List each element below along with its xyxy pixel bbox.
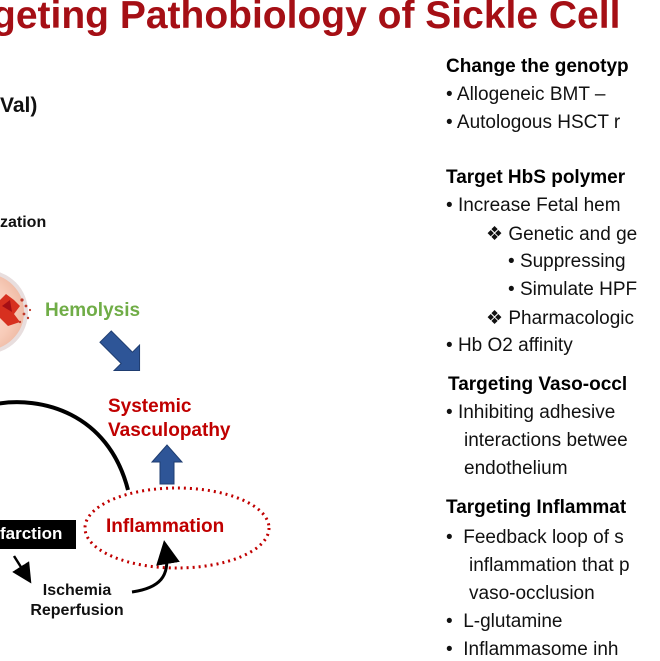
infarction-label: farction [0,524,63,543]
inflammation-dotted-ellipse [83,486,271,570]
list-item: • Inhibiting adhesive [446,402,616,423]
feedback-loop-arc [0,400,130,491]
reperfusion-label: Reperfusion [30,602,124,619]
infarction-box [0,520,76,549]
list-item: endothelium [464,458,568,479]
list-item: ❖ Genetic and ge [486,224,638,245]
list-item: • Increase Fetal hem [446,195,621,216]
vasculopathy-label: Vasculopathy [108,420,231,441]
slide-title: geting Pathobiology of Sickle Cell [0,0,621,37]
hemolyzing-red-cell-icon [0,272,32,352]
section-genotype-heading: Change the genotyp [446,56,629,77]
hemolysis-to-vasculopathy-arrow [99,330,141,372]
section-vaso-occlusion-heading: Targeting Vaso-occl [448,374,628,395]
list-item: • Hb O2 affinity [446,335,573,356]
list-item: • Simulate HPF [508,279,638,300]
ischemia-label: Ischemia [42,582,112,599]
systemic-label: Systemic [108,396,192,417]
hemolysis-label: Hemolysis [45,300,141,321]
section-polymer-heading: Target HbS polymer [446,167,626,188]
list-item: • Feedback loop of s [446,527,624,548]
list-item: interactions betwee [464,430,628,451]
list-item: • Suppressing [508,251,626,272]
list-item: • Autologous HSCT r [446,112,621,133]
inflammation-label: Inflammation [106,516,225,537]
inflammation-to-vasculopathy-arrow [150,444,184,485]
ischemia-to-inflammation-arrow [131,540,180,594]
list-item: • Allogeneic BMT – [446,84,606,105]
val-label: Val) [0,94,38,117]
polymerization-label: zation [0,214,47,231]
list-item: • Inflammasome inh [446,639,619,660]
list-item: inflammation that p [469,555,630,576]
infarction-to-ischemia-arrow [12,555,32,584]
list-item: ❖ Pharmacologic [486,308,634,329]
list-item: • L-glutamine [446,611,563,632]
section-inflammation-heading: Targeting Inflammat [446,497,627,518]
list-item: vaso-occlusion [469,583,595,604]
